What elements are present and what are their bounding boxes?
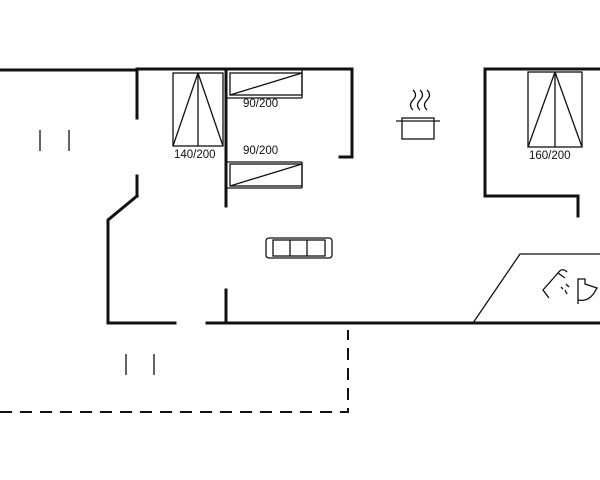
bed-label-140: 140/200 [174, 149, 216, 161]
bed-160 [527, 71, 583, 148]
exterior-walls [0, 67, 600, 325]
sofa-icon [265, 237, 333, 259]
bed-90-upper [229, 72, 303, 96]
terrace-outline [0, 330, 349, 413]
terrace-markers [39, 130, 155, 375]
bed-90-lower [229, 163, 303, 187]
bed-label-90-lower: 90/200 [243, 145, 279, 157]
bed-140 [172, 72, 224, 147]
shower-toilet-icon [542, 269, 598, 304]
bed-label-90-upper: 90/200 [243, 98, 279, 110]
bed-label-160: 160/200 [529, 150, 571, 162]
cooking-pot-icon [396, 89, 440, 140]
